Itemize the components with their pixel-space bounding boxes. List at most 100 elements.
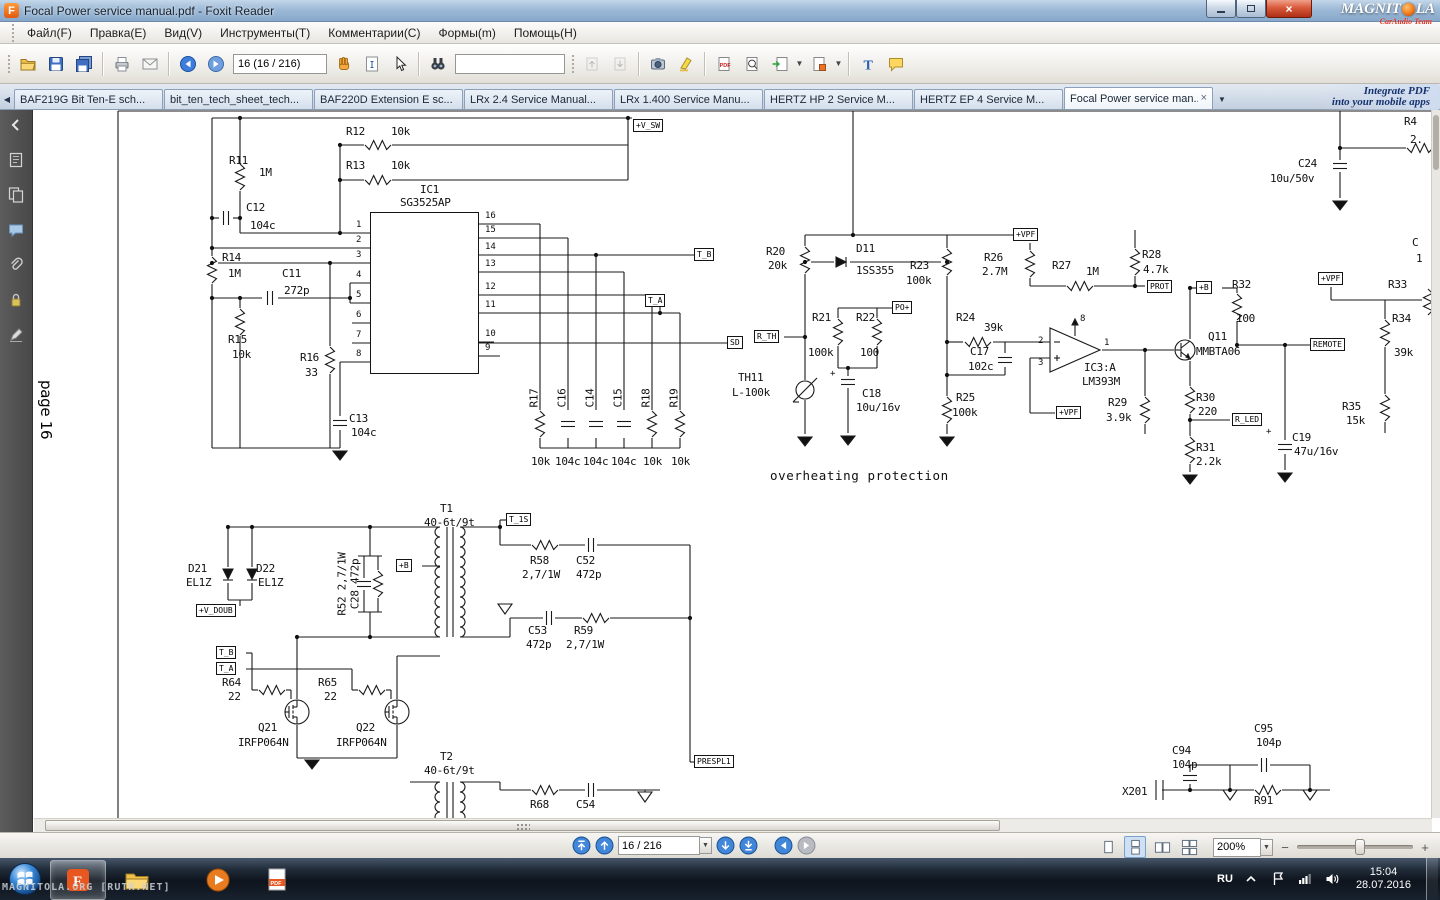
document-tab-7[interactable]: HERTZ EP 4 Service M... bbox=[914, 89, 1063, 109]
taskbar-button-foxit-reader[interactable]: F bbox=[50, 860, 106, 900]
save-icon[interactable] bbox=[43, 51, 69, 77]
select-icon[interactable] bbox=[359, 51, 385, 77]
tray-action-flag-icon[interactable] bbox=[1269, 870, 1287, 888]
menu-item-5[interactable]: Комментарии(C) bbox=[328, 25, 421, 40]
dropdown-caret-icon[interactable]: ▼ bbox=[834, 59, 843, 68]
layout-continuous-facing-icon[interactable] bbox=[1178, 836, 1200, 858]
tray-chevron-up-icon[interactable] bbox=[1242, 870, 1260, 888]
zoom-slider-thumb[interactable] bbox=[1355, 839, 1365, 855]
tray-network-icon[interactable] bbox=[1296, 870, 1314, 888]
schematic-label: C52 bbox=[576, 554, 595, 567]
tray-volume-icon[interactable] bbox=[1323, 870, 1341, 888]
taskbar-button-windows-explorer[interactable] bbox=[109, 860, 165, 900]
schematic-label: 472p bbox=[576, 568, 602, 581]
window-titlebar[interactable]: F Focal Power service manual.pdf - Foxit… bbox=[0, 0, 1440, 22]
page-number-input[interactable] bbox=[233, 53, 327, 74]
promo-line2: into your mobile apps bbox=[1331, 95, 1430, 108]
menu-item-4[interactable]: Инструменты(T) bbox=[220, 25, 311, 40]
panel-toggle-icon[interactable] bbox=[6, 115, 26, 135]
document-tab-5[interactable]: LRx 1.400 Service Manu... bbox=[614, 89, 763, 109]
typewriter-icon[interactable]: T bbox=[855, 51, 881, 77]
schematic-label: Q11 bbox=[1208, 330, 1227, 343]
bookmarks-panel-icon[interactable] bbox=[6, 150, 26, 170]
next-page-button[interactable] bbox=[716, 836, 735, 855]
horizontal-scrollbar[interactable] bbox=[34, 818, 1432, 832]
schematic-label: Q22 bbox=[356, 721, 375, 734]
document-tab-4[interactable]: LRx 2.4 Service Manual... bbox=[464, 89, 613, 109]
print-icon[interactable] bbox=[109, 51, 135, 77]
navfwd-icon[interactable] bbox=[203, 51, 229, 77]
vertical-scrollbar[interactable] bbox=[1431, 110, 1440, 818]
status-page-input[interactable] bbox=[618, 836, 700, 855]
zoom-slider[interactable] bbox=[1297, 839, 1413, 855]
first-page-button[interactable] bbox=[572, 836, 591, 855]
highlight-icon[interactable] bbox=[673, 51, 699, 77]
layout-continuous-icon[interactable] bbox=[1124, 836, 1146, 858]
pages-panel-icon[interactable] bbox=[6, 185, 26, 205]
zoom-level-input[interactable] bbox=[1213, 837, 1261, 857]
pdf-export-icon[interactable] bbox=[806, 51, 832, 77]
menu-item-2[interactable]: Правка(E) bbox=[89, 25, 147, 40]
document-tab-6[interactable]: HERTZ HP 2 Service M... bbox=[764, 89, 913, 109]
zoom-out-button[interactable]: − bbox=[1281, 839, 1289, 855]
minimize-button[interactable] bbox=[1206, 0, 1236, 18]
snapshot-icon[interactable] bbox=[645, 51, 671, 77]
tab-close-icon[interactable]: × bbox=[1200, 92, 1207, 104]
document-tab-8[interactable]: Focal Power service man...× bbox=[1064, 87, 1213, 109]
search-input[interactable] bbox=[455, 53, 565, 74]
pdf-zoom-icon[interactable] bbox=[739, 51, 765, 77]
toolbar-separator bbox=[848, 51, 850, 76]
start-button[interactable] bbox=[8, 862, 42, 896]
saveall-icon[interactable] bbox=[71, 51, 97, 77]
menu-item-3[interactable]: Вид(V) bbox=[164, 25, 203, 40]
note-icon[interactable] bbox=[883, 51, 909, 77]
status-page-dropdown-icon[interactable]: ▼ bbox=[700, 837, 712, 854]
taskbar-button-media-player[interactable] bbox=[190, 860, 246, 900]
schematic-label: SG3525AP bbox=[400, 196, 451, 209]
window-title: Focal Power service manual.pdf - Foxit R… bbox=[24, 3, 275, 18]
prev-page-button[interactable] bbox=[595, 836, 614, 855]
schematic-label: 3 bbox=[1038, 358, 1044, 368]
signature-panel-icon[interactable] bbox=[6, 325, 26, 345]
horizontal-scrollbar-thumb[interactable] bbox=[45, 820, 1000, 831]
cursor-icon[interactable] bbox=[387, 51, 413, 77]
find-icon[interactable] bbox=[425, 51, 451, 77]
document-tab-1[interactable]: BAF219G Bit Ten-E sch... bbox=[14, 89, 163, 109]
vertical-scrollbar-thumb[interactable] bbox=[1433, 115, 1439, 170]
zoom-dropdown-icon[interactable]: ▼ bbox=[1261, 838, 1273, 856]
document-tab-3[interactable]: BAF220D Extension E sc... bbox=[314, 89, 463, 109]
hand-icon[interactable] bbox=[331, 51, 357, 77]
maximize-button[interactable] bbox=[1236, 0, 1266, 18]
promo-banner[interactable]: Integrate PDF into your mobile apps bbox=[1317, 83, 1440, 110]
net-label-box: R_LED bbox=[1232, 413, 1263, 426]
pdf-convert-icon[interactable] bbox=[767, 51, 793, 77]
navback-icon[interactable] bbox=[175, 51, 201, 77]
open-icon[interactable] bbox=[15, 51, 41, 77]
menu-item-6[interactable]: Формы(m) bbox=[438, 25, 496, 40]
menu-item-7[interactable]: Помощь(H) bbox=[513, 25, 577, 40]
last-page-button[interactable] bbox=[739, 836, 758, 855]
layout-single-page-icon[interactable] bbox=[1097, 836, 1119, 858]
net-label-box: +B bbox=[396, 559, 412, 572]
attachments-panel-icon[interactable] bbox=[6, 255, 26, 275]
close-button[interactable]: × bbox=[1266, 0, 1312, 18]
schematic-label: 10k bbox=[391, 159, 410, 172]
taskbar-clock[interactable]: 15:04 28.07.2016 bbox=[1350, 866, 1417, 892]
zoom-in-button[interactable]: + bbox=[1421, 839, 1429, 855]
schematic-label: R58 bbox=[530, 554, 549, 567]
document-tab-2[interactable]: bit_ten_tech_sheet_tech... bbox=[164, 89, 313, 109]
taskbar-button-foxit-pdf[interactable]: PDF bbox=[249, 860, 305, 900]
prev-view-button[interactable] bbox=[774, 836, 793, 855]
menu-item-1[interactable]: Файл(F) bbox=[27, 25, 72, 40]
language-indicator[interactable]: RU bbox=[1217, 873, 1233, 885]
tab-scroll-left-icon[interactable]: ◀ bbox=[3, 94, 11, 104]
pdf-page-icon[interactable]: PDF bbox=[711, 51, 737, 77]
comments-panel-icon[interactable] bbox=[6, 220, 26, 240]
show-desktop-button[interactable] bbox=[1426, 858, 1438, 900]
security-panel-icon[interactable] bbox=[6, 290, 26, 310]
dropdown-caret-icon[interactable]: ▼ bbox=[795, 59, 804, 68]
tab-overflow-icon[interactable]: ▼ bbox=[1218, 94, 1226, 104]
mail-icon[interactable] bbox=[137, 51, 163, 77]
layout-facing-icon[interactable] bbox=[1151, 836, 1173, 858]
